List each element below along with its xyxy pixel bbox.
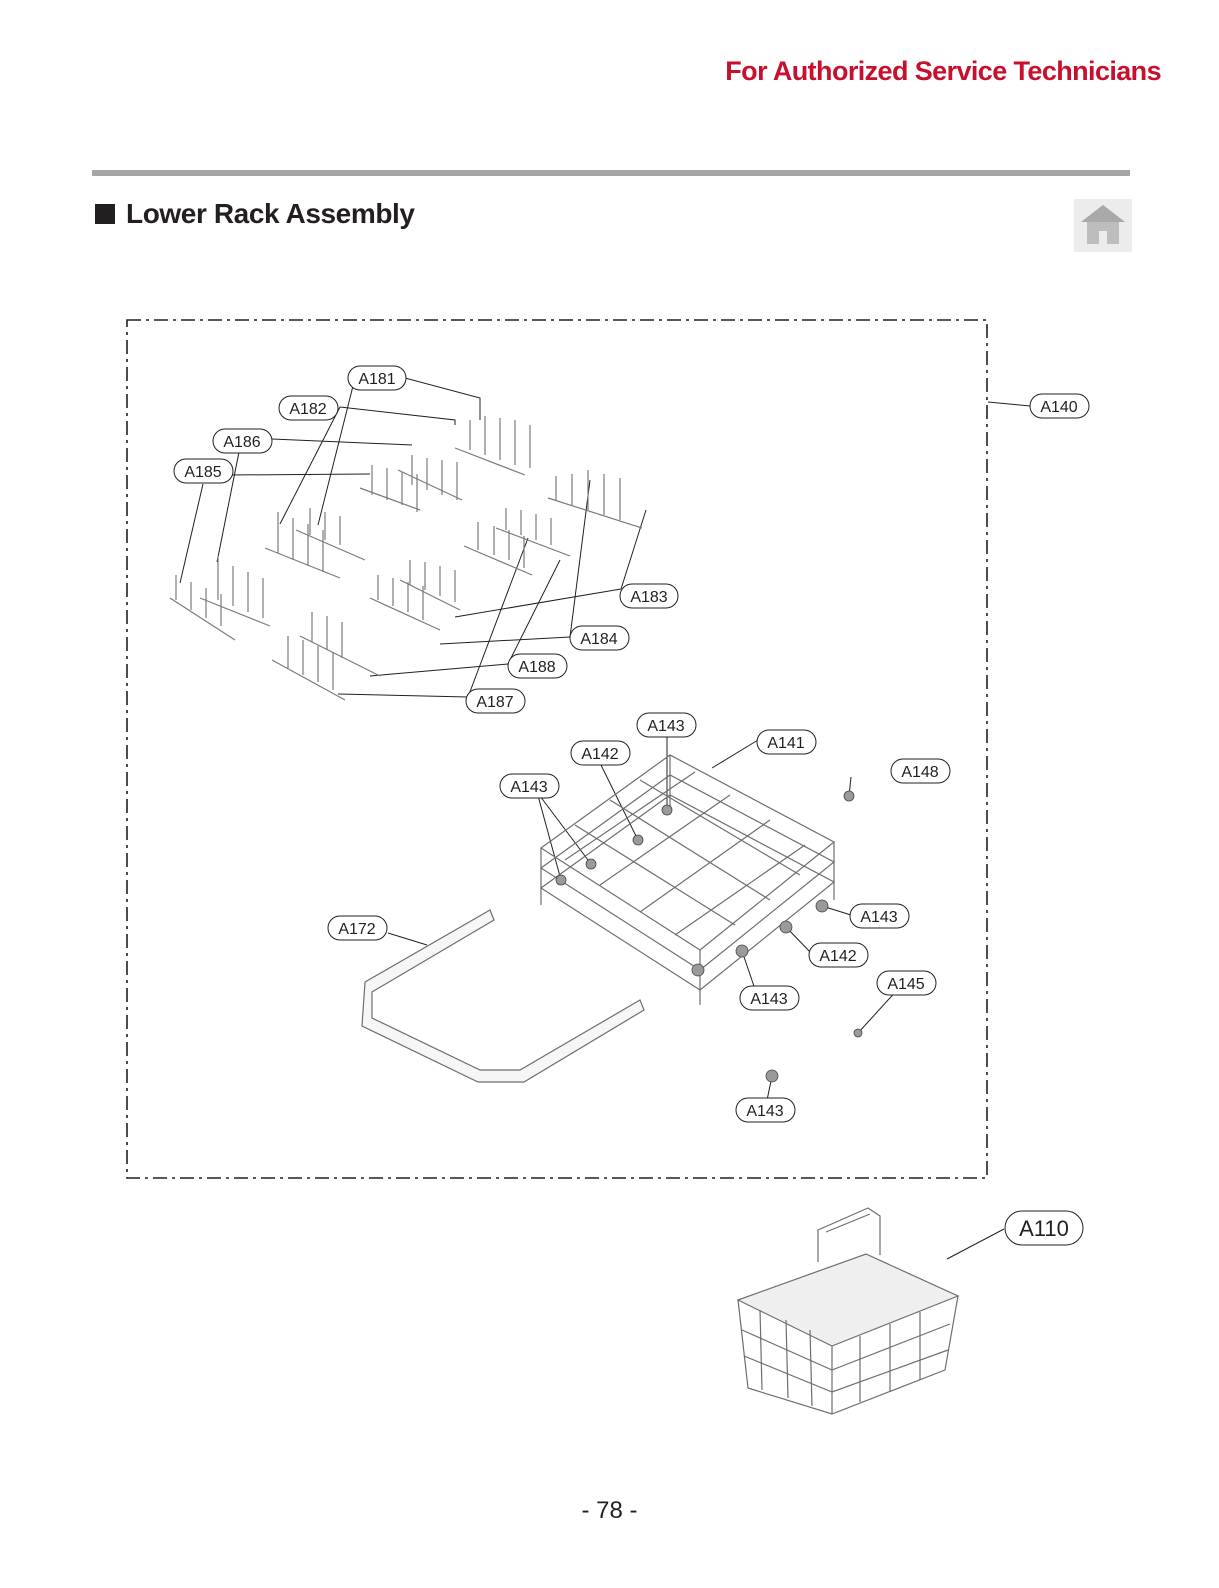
rack-rail <box>361 909 645 1083</box>
callout-a172: A172 <box>338 921 375 938</box>
tine-rows <box>169 416 643 701</box>
callout-a143-right: A143 <box>860 909 897 926</box>
callout-a182: A182 <box>289 401 326 418</box>
callout-ovals <box>173 365 1090 1246</box>
page-number: - 78 - <box>581 1497 638 1524</box>
section-heading: Lower Rack Assembly <box>95 198 415 230</box>
roller-wheels <box>555 790 863 1083</box>
callout-a186: A186 <box>223 434 260 451</box>
callout-a143-lone: A143 <box>746 1103 783 1120</box>
callout-a110: A110 <box>1019 1216 1069 1241</box>
callout-a148: A148 <box>901 764 938 781</box>
callout-a188: A188 <box>518 659 555 676</box>
callout-a143-bottom: A143 <box>750 991 787 1008</box>
callout-a184: A184 <box>580 631 617 648</box>
callout-labels: A181 A182 A186 A185 A140 A183 A184 A188 … <box>184 371 1077 1241</box>
silverware-basket <box>736 1207 960 1415</box>
callout-a143-left: A143 <box>510 779 547 796</box>
callout-a142-bottom: A142 <box>819 948 856 965</box>
assembly-boundary <box>126 319 988 1179</box>
section-title: Lower Rack Assembly <box>126 198 415 229</box>
home-button[interactable] <box>1074 199 1132 252</box>
leader-lines <box>179 377 1031 1260</box>
callout-a143-top: A143 <box>647 718 684 735</box>
callout-a145: A145 <box>887 976 924 993</box>
callout-a141: A141 <box>767 735 804 752</box>
callout-a140: A140 <box>1040 399 1077 416</box>
bullet-square-icon <box>95 204 115 224</box>
header-divider <box>92 170 1130 176</box>
lower-rack-basket <box>539 754 836 1005</box>
callout-a185: A185 <box>184 464 221 481</box>
callout-a181: A181 <box>358 371 395 388</box>
home-icon <box>1081 205 1125 244</box>
callout-a183: A183 <box>630 589 667 606</box>
callout-a142-top: A142 <box>581 746 618 763</box>
authorized-service-banner: For Authorized Service Technicians <box>725 56 1161 86</box>
callout-a187: A187 <box>476 694 513 711</box>
